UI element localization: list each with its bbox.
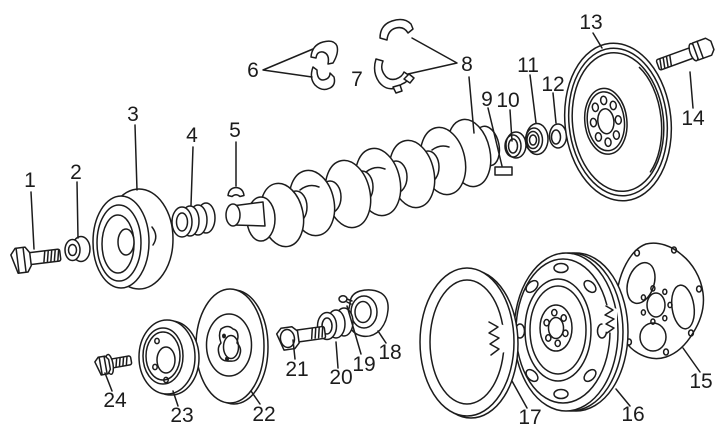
callout-10: 10 [496,89,519,112]
callout-4: 4 [186,124,198,147]
callout-23: 23 [170,404,193,427]
leader-line-23 [172,390,179,407]
callout-21: 21 [285,358,308,381]
bearing-ring-part-11 [524,122,549,156]
callout-24: 24 [103,389,127,412]
callout-14: 14 [681,107,705,130]
hub-flange-part-18 [347,289,389,338]
callout-15: 15 [689,370,712,393]
closing-ring-part-12 [548,123,568,149]
callout-5: 5 [229,119,241,142]
fitted-key-part-9 [494,166,513,176]
leader-line-21 [292,339,296,360]
callout-6: 6 [247,59,259,82]
callout-1: 1 [24,169,36,192]
callout-19: 19 [352,353,375,376]
leader-lines [30,32,701,409]
leader-line-8 [468,76,475,134]
gasket-part-15 [614,242,705,360]
callout-11: 11 [517,54,539,77]
leader-line-1 [30,191,35,250]
woodruff-key-part-5 [227,186,245,198]
leader-line-12 [552,92,557,124]
hex-bolt-part-24 [94,353,133,376]
callout-13: 13 [579,11,602,34]
leader-line-19 [346,305,362,355]
callout-20: 20 [329,366,352,389]
bearing-shells-part-6 [310,40,339,91]
callout-16: 16 [621,403,644,426]
leader-line-24 [104,372,113,392]
leader-line-22 [250,390,261,405]
thrust-bearing-shells-part-7 [373,18,415,94]
grooved-spacer-part-4 [171,202,216,238]
callout-12: 12 [541,73,564,96]
callout-18: 18 [378,341,401,364]
leader-line-6 [262,48,314,78]
leader-line-13 [592,32,603,49]
leader-line-18 [377,330,387,344]
leader-line-20 [335,341,339,369]
spacer-bushing-part-20 [316,307,354,341]
seal-ring-part-10 [504,131,527,159]
callout-22: 22 [252,403,275,426]
leader-line-9 [487,107,503,167]
leader-line-4 [190,146,194,206]
flywheel-part-13 [563,42,673,202]
callout-3: 3 [127,103,139,126]
leader-line-14 [689,71,694,109]
belt-pulley-large-part-22 [195,288,269,405]
washer-part-2 [64,235,91,263]
hex-bolt-part-1 [10,246,62,274]
leader-line-15 [682,347,701,373]
ring-gear-part-17 [419,267,519,419]
leader-line-3 [134,124,138,191]
set-screw-part-19 [338,295,353,305]
leader-line-10 [509,109,513,142]
leader-line-17 [511,380,528,409]
callout-8: 8 [461,53,473,76]
leader-line-16 [615,388,631,407]
damper-pulley-part-3 [92,188,174,290]
leader-line-2 [76,181,79,239]
belt-pulley-small-part-23 [138,319,200,396]
callout-labels: 1 2 3 4 5 6 7 8 9 10 11 12 13 14 15 16 1… [24,11,713,429]
leader-line-11 [529,74,537,124]
callout-17: 17 [518,406,541,429]
callout-7: 7 [351,68,363,91]
crankshaft-part-8 [225,118,501,248]
leader-line-7 [407,37,458,75]
driven-plate-part-16 [513,252,629,412]
callout-2: 2 [70,161,82,184]
callout-9: 9 [481,88,493,111]
hex-bolt-part-14 [655,37,715,71]
